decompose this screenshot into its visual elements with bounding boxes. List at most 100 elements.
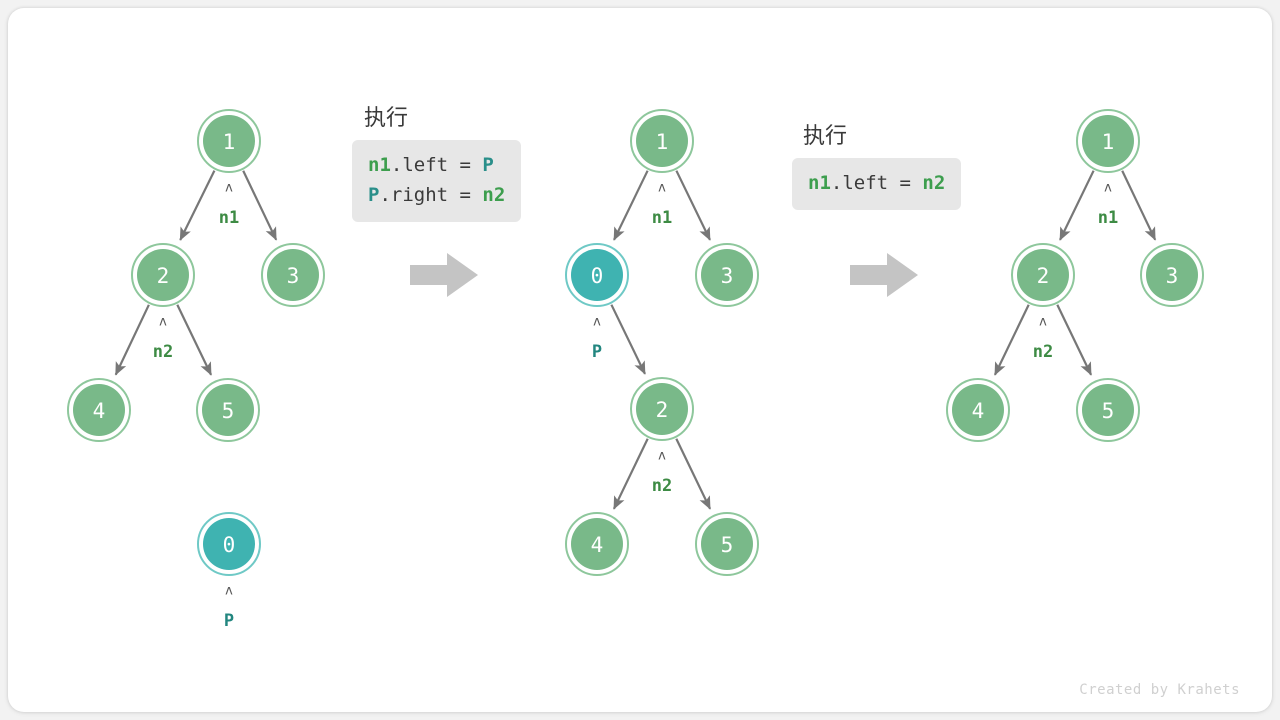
tree-node: 4 [565, 512, 629, 576]
node-circle [571, 518, 623, 570]
node-value: 3 [1166, 264, 1179, 288]
pointer-caret-icon: ʌ [1039, 315, 1047, 330]
node-value: 5 [1102, 399, 1115, 423]
tree-node: 0 ʌP [197, 512, 261, 631]
node-outer-ring [1076, 109, 1140, 173]
node-value: 2 [157, 264, 170, 288]
node-value: 1 [223, 130, 236, 154]
node-outer-ring [946, 378, 1010, 442]
code-token-var: n2 [922, 172, 946, 194]
node-value: 5 [222, 399, 235, 423]
node-outer-ring [1011, 243, 1075, 307]
code-token-ptr: P [368, 184, 380, 207]
tree-node: 1 ʌ n1 [1076, 109, 1140, 228]
node-value: 2 [1037, 264, 1050, 288]
tree-edge [1059, 170, 1095, 241]
tree-edge [612, 438, 649, 510]
tree-node: 3 [261, 243, 325, 307]
tree-edge [179, 170, 216, 241]
pointer-caret-icon: ʌ [225, 584, 233, 599]
code-token-var: n1 [808, 172, 831, 194]
pointer-label: n1 [1098, 208, 1118, 228]
node-value: 4 [93, 399, 106, 423]
step-separator-arrow-icon [850, 253, 918, 297]
tree-node: 4 [67, 378, 131, 442]
tree-node: 5 [1076, 378, 1140, 442]
node-value: 1 [1102, 130, 1115, 154]
node-outer-ring [67, 378, 131, 442]
node-outer-ring [695, 243, 759, 307]
tree-edge [613, 170, 649, 241]
pointer-label: P [224, 611, 234, 631]
tree-node: 0 ʌP [565, 243, 629, 362]
code-line: P.right = n2 [368, 180, 505, 210]
node-circle [267, 249, 319, 301]
node-circle [571, 249, 623, 301]
node-outer-ring [131, 243, 195, 307]
tree-edge [242, 170, 278, 241]
code-token-var: n1 [368, 154, 391, 176]
code-token-plain: .right = [379, 184, 483, 207]
node-value: 3 [287, 264, 300, 288]
node-value: 2 [656, 398, 669, 422]
node-value: 3 [721, 264, 734, 288]
code-box: n1.left = n2 [792, 158, 962, 211]
tree-node: 3 [1140, 243, 1204, 307]
node-circle [1082, 384, 1134, 436]
code-token-plain: .left = [830, 172, 923, 194]
tree-edge [1121, 170, 1157, 241]
node-value: 0 [223, 533, 236, 557]
node-circle [203, 518, 255, 570]
pointer-caret-icon: ʌ [658, 181, 666, 196]
node-value: 0 [591, 264, 604, 288]
tree-node: 3 [695, 243, 759, 307]
tree-node: 5 [196, 378, 260, 442]
step-separator-arrow-icon [410, 253, 478, 297]
node-circle [701, 518, 753, 570]
node-circle [137, 249, 189, 301]
pointer-label: n2 [652, 476, 672, 496]
node-outer-ring [261, 243, 325, 307]
code-token-ptr: P [482, 154, 494, 176]
node-circle [701, 249, 753, 301]
node-outer-ring [196, 378, 260, 442]
node-circle [202, 384, 254, 436]
pointer-caret-icon: ʌ [658, 449, 666, 464]
node-outer-ring [197, 512, 261, 576]
tree-node: 2 ʌ n2 [630, 377, 694, 496]
node-outer-ring [630, 377, 694, 441]
pointer-label: n1 [219, 208, 239, 228]
exec-label: 执行 [364, 105, 409, 130]
node-circle [1082, 115, 1134, 167]
tree-node: 4 [946, 378, 1010, 442]
node-circle [203, 115, 255, 167]
pointer-label: n2 [153, 342, 173, 362]
code-token-var: n2 [482, 184, 506, 207]
tree-edge [114, 304, 150, 376]
tree-edge [993, 304, 1030, 376]
node-circle [1017, 249, 1069, 301]
node-value: 4 [972, 399, 985, 423]
node-outer-ring [695, 512, 759, 576]
pointer-caret-icon: ʌ [593, 315, 601, 330]
credit-text: Created by Krahets [1079, 682, 1240, 698]
node-value: 4 [591, 533, 604, 557]
node-circle [952, 384, 1004, 436]
node-value: 5 [721, 533, 734, 557]
node-outer-ring [1140, 243, 1204, 307]
tree-edge [1056, 304, 1093, 376]
pointer-caret-icon: ʌ [1104, 181, 1112, 196]
tree-node: 5 [695, 512, 759, 576]
node-circle [1146, 249, 1198, 301]
pointer-label: n1 [652, 208, 672, 228]
node-outer-ring [197, 109, 261, 173]
node-circle [636, 115, 688, 167]
pointer-label: P [592, 342, 602, 362]
